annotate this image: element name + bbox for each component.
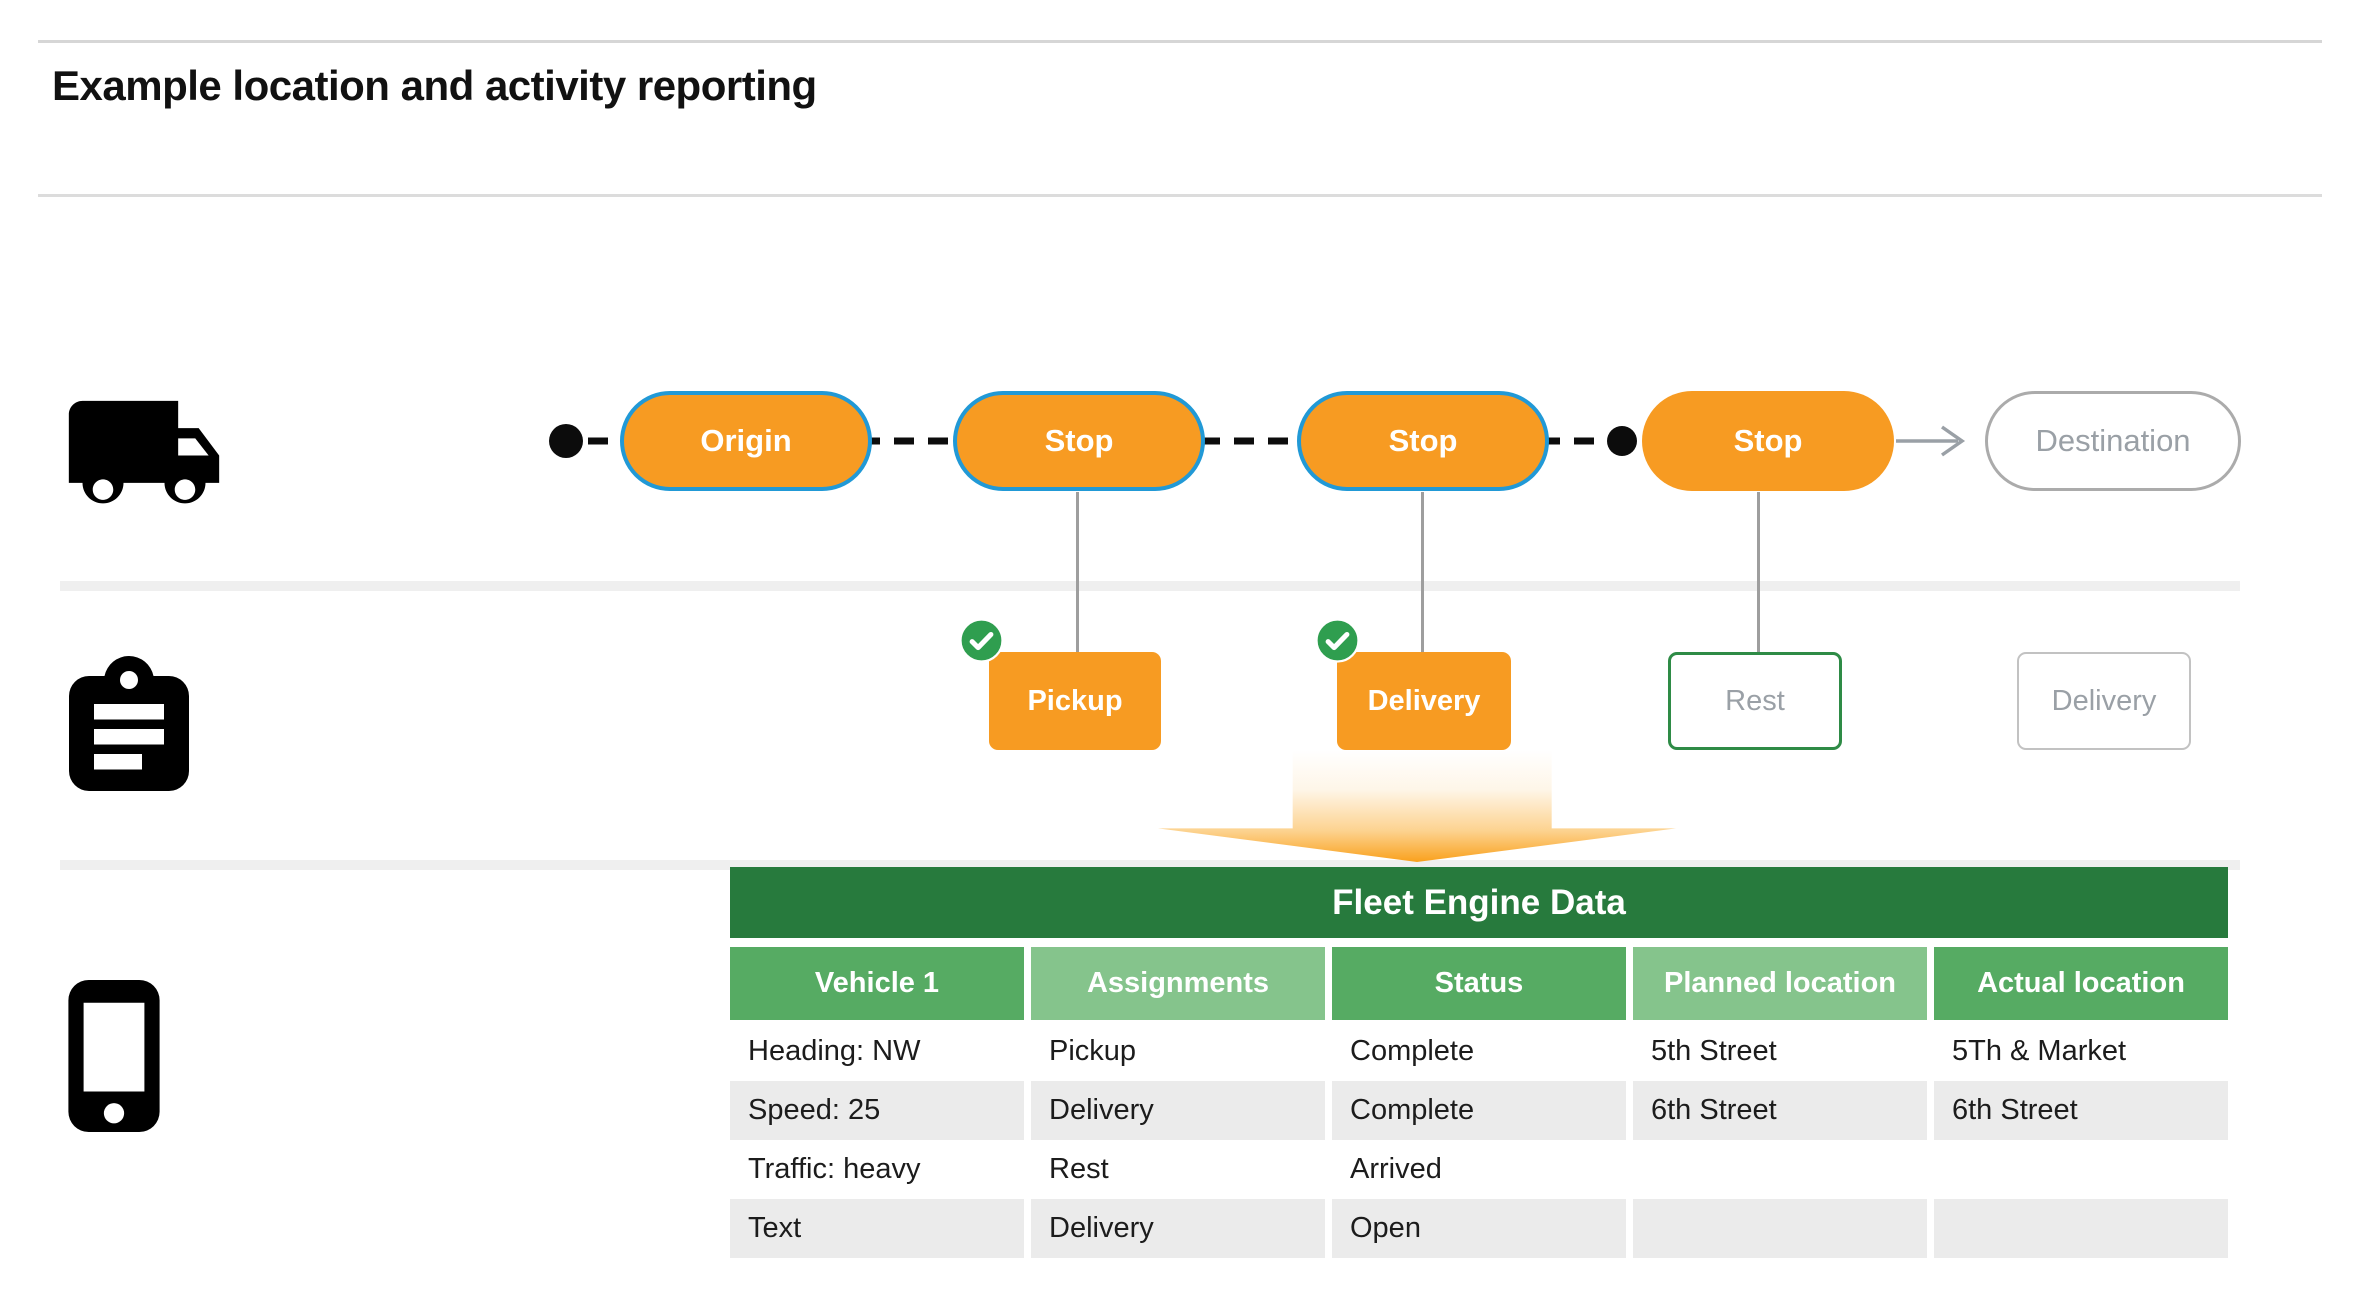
column-header-vehicle: Vehicle 1 [730, 947, 1024, 1020]
route-node-label: Stop [1044, 423, 1114, 458]
column-header-label: Status [1434, 967, 1524, 999]
table-cell [1633, 1140, 1927, 1199]
table-cell [1934, 1140, 2228, 1199]
section-divider-2 [60, 860, 2240, 870]
activity-label: Rest [1725, 684, 1785, 717]
activity-delivery-1: Delivery [1337, 652, 1511, 750]
column-header-label: Assignments [1086, 967, 1270, 999]
column-header-actual-location: Actual location [1934, 947, 2228, 1020]
activity-label: Delivery [2051, 684, 2157, 717]
route-node-label: Stop [1388, 423, 1458, 458]
route-node-label: Origin [700, 423, 792, 458]
table-cell: Rest [1049, 1153, 1109, 1185]
table-cell: Pickup [1049, 1035, 1137, 1067]
route-start-dot [549, 424, 583, 458]
activity-rest: Rest [1668, 652, 1842, 750]
clipboard-icon [69, 656, 189, 791]
route-node-label: Destination [2035, 423, 2191, 458]
column-header-label: Vehicle 1 [814, 967, 940, 999]
table-cell: Arrived [1350, 1153, 1442, 1185]
table-cell: Traffic: heavy [748, 1153, 921, 1185]
table-title: Fleet Engine Data [1332, 882, 1626, 922]
top-rule [38, 40, 2322, 43]
column-header-status: Status [1332, 947, 1626, 1020]
route-node-stop-3: Stop [1642, 391, 1894, 491]
table-cell: Open [1332, 1199, 1626, 1258]
table-title-bar: Fleet Engine Data [730, 867, 2228, 938]
route-arrowhead [1940, 425, 1966, 457]
connector-stop1-pickup [1076, 492, 1079, 654]
table-cell: Complete [1350, 1035, 1475, 1067]
page-title: Example location and activity reporting [52, 62, 817, 109]
smartphone-icon [68, 980, 160, 1132]
check-icon [1315, 618, 1360, 663]
route-progress-dot [1607, 426, 1637, 456]
column-header-planned-location: Planned location [1633, 947, 1927, 1020]
table-cell: Heading: NW [748, 1035, 921, 1067]
section-divider-1 [60, 581, 2240, 591]
table-cell: 5th Street [1651, 1035, 1777, 1067]
activity-delivery-2: Delivery [2017, 652, 2191, 750]
activity-pickup: Pickup [989, 652, 1161, 750]
table-cell: Text [730, 1199, 1024, 1258]
activity-label: Pickup [1027, 684, 1123, 717]
truck-icon [68, 400, 220, 504]
check-icon [959, 618, 1004, 663]
connector-stop2-delivery [1421, 492, 1424, 654]
table-cell: 6th Street [1633, 1081, 1927, 1140]
column-header-assignments: Assignments [1031, 947, 1325, 1020]
route-node-origin: Origin [620, 391, 872, 491]
route-node-destination: Destination [1985, 391, 2241, 491]
table-cell [1633, 1199, 1927, 1258]
data-flow-arrow [1158, 750, 1676, 862]
activity-label: Delivery [1367, 684, 1481, 717]
title-rule [38, 194, 2322, 197]
column-header-label: Planned location [1663, 967, 1897, 999]
table-cell [1934, 1199, 2228, 1258]
route-node-label: Stop [1733, 423, 1803, 458]
table-cell: 6th Street [1934, 1081, 2228, 1140]
connector-stop3-rest [1757, 492, 1760, 654]
column-header-label: Actual location [1977, 967, 2185, 999]
route-node-stop-2: Stop [1297, 391, 1549, 491]
table-cell: Speed: 25 [730, 1081, 1024, 1140]
table-cell: Delivery [1031, 1199, 1325, 1258]
table-cell: Delivery [1031, 1081, 1325, 1140]
table-cell: 5Th & Market [1952, 1035, 2127, 1067]
table-cell: Complete [1332, 1081, 1626, 1140]
route-node-stop-1: Stop [953, 391, 1205, 491]
